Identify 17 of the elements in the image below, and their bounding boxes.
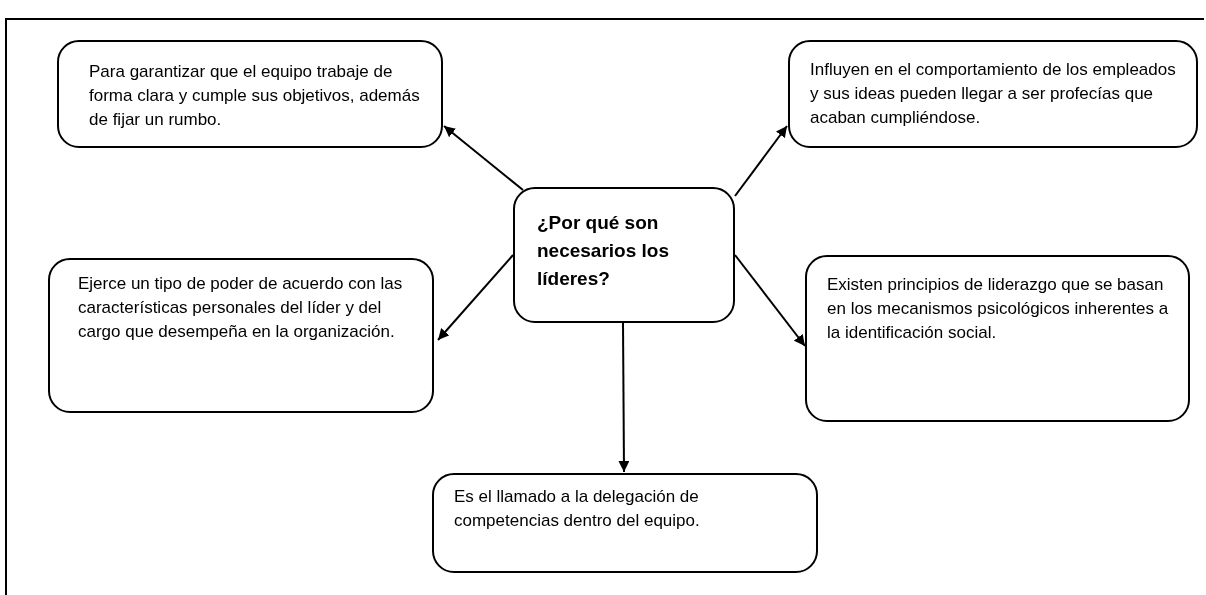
box-text: Ejerce un tipo de poder de acuerdo con las características personales del líder y del cargo que desempeña en la organización. (78, 273, 404, 343)
arrow (618, 322, 630, 473)
box-text: Influyen en el comportamiento de los empleados y sus ideas pueden llegar a ser profecías que acaban cumpliéndose. (810, 59, 1177, 129)
text-box (788, 40, 1198, 148)
central-question-box (513, 187, 735, 323)
arrow (437, 254, 514, 341)
arrow (734, 125, 788, 197)
text-box (57, 40, 443, 148)
arrow (443, 125, 524, 191)
text-box (48, 258, 434, 413)
text-box (805, 255, 1190, 422)
text-box (432, 473, 818, 573)
arrow (734, 254, 806, 347)
box-text: Es el llamado a la delegación de competencias dentro del equipo. (454, 486, 701, 532)
question-text: ¿Por qué son necesarios los líderes? (537, 211, 671, 291)
box-text: Para garantizar que el equipo trabaje de forma clara y cumple sus objetivos, además de fijar un rumbo. (89, 61, 421, 131)
box-text: Existen principios de liderazgo que se basan en los mecanismos psicológicos inherentes a la identificación social. (827, 274, 1170, 344)
